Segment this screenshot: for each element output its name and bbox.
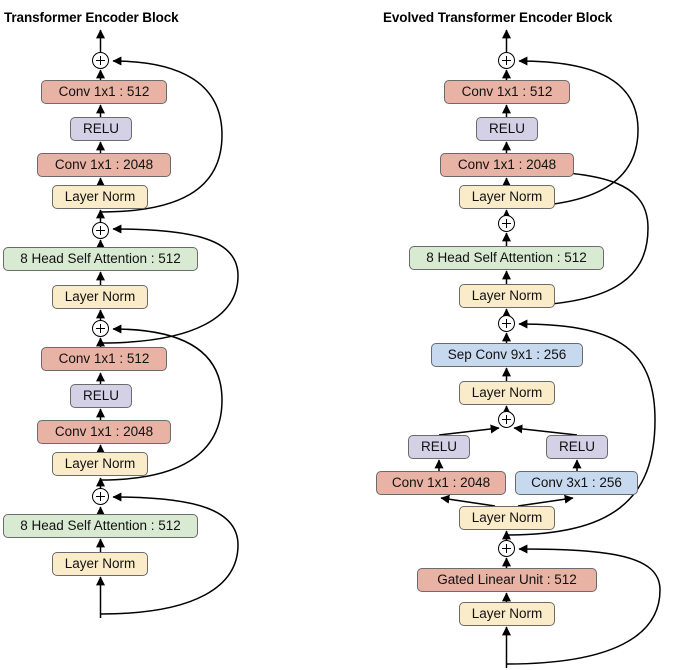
adder-icon: [498, 411, 515, 428]
panel-title-transformer: Transformer Encoder Block: [4, 10, 179, 25]
node-relu-left-branch[interactable]: RELU: [408, 435, 470, 459]
node-layer-norm[interactable]: Layer Norm: [459, 185, 555, 209]
node-relu[interactable]: RELU: [70, 384, 132, 408]
adder-icon: [92, 320, 109, 337]
node-layer-norm[interactable]: Layer Norm: [52, 452, 148, 476]
node-layer-norm[interactable]: Layer Norm: [459, 602, 555, 626]
node-layer-norm[interactable]: Layer Norm: [459, 506, 555, 530]
adder-icon: [92, 52, 109, 69]
node-layer-norm[interactable]: Layer Norm: [52, 552, 148, 576]
node-layer-norm[interactable]: Layer Norm: [52, 185, 148, 209]
adder-icon: [498, 540, 515, 557]
node-conv-1x1-2048[interactable]: Conv 1x1 : 2048: [37, 420, 171, 444]
node-conv-3x1-256[interactable]: Conv 3x1 : 256: [515, 471, 638, 495]
adder-icon: [92, 488, 109, 505]
node-conv-1x1-512[interactable]: Conv 1x1 : 512: [41, 347, 167, 371]
node-conv-1x1-2048[interactable]: Conv 1x1 : 2048: [440, 153, 574, 177]
node-sep-conv-9x1-256[interactable]: Sep Conv 9x1 : 256: [431, 343, 583, 367]
panel-title-evolved: Evolved Transformer Encoder Block: [383, 10, 613, 25]
node-8-head-self-attention-512[interactable]: 8 Head Self Attention : 512: [3, 514, 198, 538]
node-conv-1x1-2048[interactable]: Conv 1x1 : 2048: [376, 471, 506, 495]
node-gated-linear-unit-512[interactable]: Gated Linear Unit : 512: [417, 568, 597, 592]
node-conv-1x1-2048[interactable]: Conv 1x1 : 2048: [37, 153, 171, 177]
node-8-head-self-attention-512[interactable]: 8 Head Self Attention : 512: [409, 246, 604, 270]
adder-icon: [498, 315, 515, 332]
node-layer-norm[interactable]: Layer Norm: [52, 285, 148, 309]
node-layer-norm[interactable]: Layer Norm: [459, 381, 555, 405]
node-8-head-self-attention-512[interactable]: 8 Head Self Attention : 512: [3, 247, 198, 271]
node-relu-right-branch[interactable]: RELU: [546, 435, 608, 459]
node-relu[interactable]: RELU: [476, 117, 538, 141]
node-conv-1x1-512[interactable]: Conv 1x1 : 512: [41, 80, 167, 104]
adder-icon: [498, 215, 515, 232]
node-conv-1x1-512[interactable]: Conv 1x1 : 512: [444, 80, 570, 104]
adder-icon: [498, 52, 515, 69]
adder-icon: [92, 222, 109, 239]
node-relu[interactable]: RELU: [70, 117, 132, 141]
node-layer-norm[interactable]: Layer Norm: [459, 284, 555, 308]
